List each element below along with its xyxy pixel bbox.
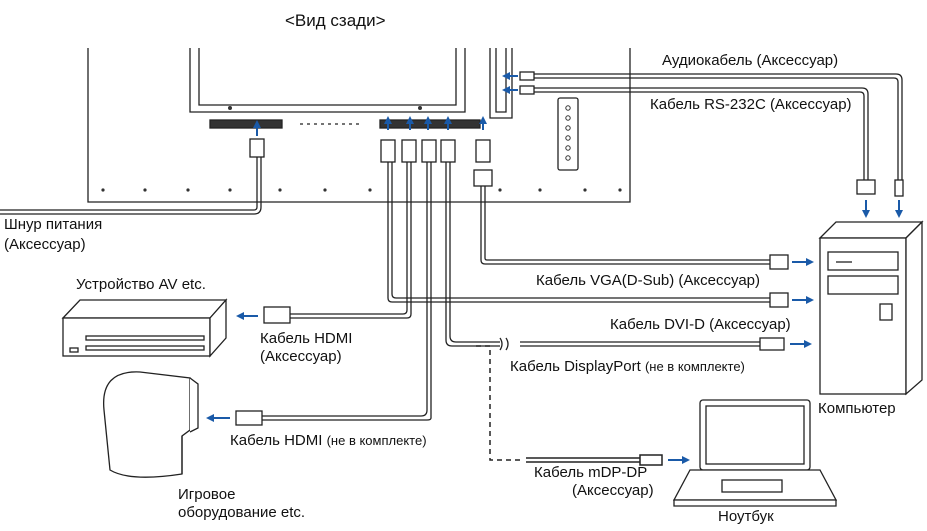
computer-down-arrows xyxy=(862,200,903,218)
power-cord-label-2: (Аксессуар) xyxy=(4,236,86,253)
device-arrows-right xyxy=(668,258,814,464)
av-device xyxy=(61,298,228,358)
rs232-cable-label: Кабель RS-232C (Аксессуар) xyxy=(650,96,852,113)
displayport-cable-note: (не в комплекте) xyxy=(644,359,745,374)
hdmi-cable-accessory-label-2: (Аксессуар) xyxy=(260,348,342,365)
hdmi-cable-av xyxy=(263,162,412,324)
game-device-label-1: Игровое xyxy=(178,486,236,503)
mdp-cable-label-2: (Аксессуар) xyxy=(572,482,654,499)
displayport-cable-label: Кабель DisplayPort (не в комплекте) xyxy=(510,358,745,376)
hdmi-cable-na-main: Кабель HDMI xyxy=(230,432,323,449)
monitor-rear-panel xyxy=(87,48,631,203)
displayport-cable xyxy=(445,162,785,351)
diagram-title: <Вид сзади> xyxy=(285,11,386,30)
mdp-cable xyxy=(476,345,663,466)
computer-tower xyxy=(818,220,924,396)
displayport-cable-main: Кабель DisplayPort xyxy=(510,358,641,375)
monitor-screw-holes xyxy=(101,105,622,192)
power-cord-label-1: Шнур питания xyxy=(4,216,103,233)
video-connectors xyxy=(380,139,493,187)
av-device-label: Устройство AV etc. xyxy=(76,276,206,293)
hdmi-cable-accessory-label-1: Кабель HDMI xyxy=(260,330,353,347)
device-arrows-left xyxy=(206,312,258,422)
dvi-cable xyxy=(387,162,789,308)
game-device xyxy=(103,371,199,478)
notebook xyxy=(672,399,838,507)
audio-rs232-cables xyxy=(519,71,904,197)
power-cord xyxy=(0,138,265,215)
hdmi-cable-na-note: (не в комплекте) xyxy=(326,433,427,448)
vga-cable xyxy=(480,186,789,270)
dvi-cable-label: Кабель DVI-D (Аксессуар) xyxy=(610,316,791,333)
audio-cable-label: Аудиокабель (Аксессуар) xyxy=(662,52,839,69)
notebook-label: Ноутбук xyxy=(718,508,774,525)
port-arrows xyxy=(253,72,518,136)
vga-cable-label: Кабель VGA(D-Sub) (Аксессуар) xyxy=(536,272,761,289)
game-device-label-2: оборудование etc. xyxy=(178,504,306,521)
mdp-cable-label-1: Кабель mDP-DP xyxy=(534,464,648,481)
hdmi-cable-game xyxy=(235,162,432,426)
computer-label: Компьютер xyxy=(818,400,896,417)
hdmi-cable-not-included-label: Кабель HDMI (не в комплекте) xyxy=(230,432,427,450)
